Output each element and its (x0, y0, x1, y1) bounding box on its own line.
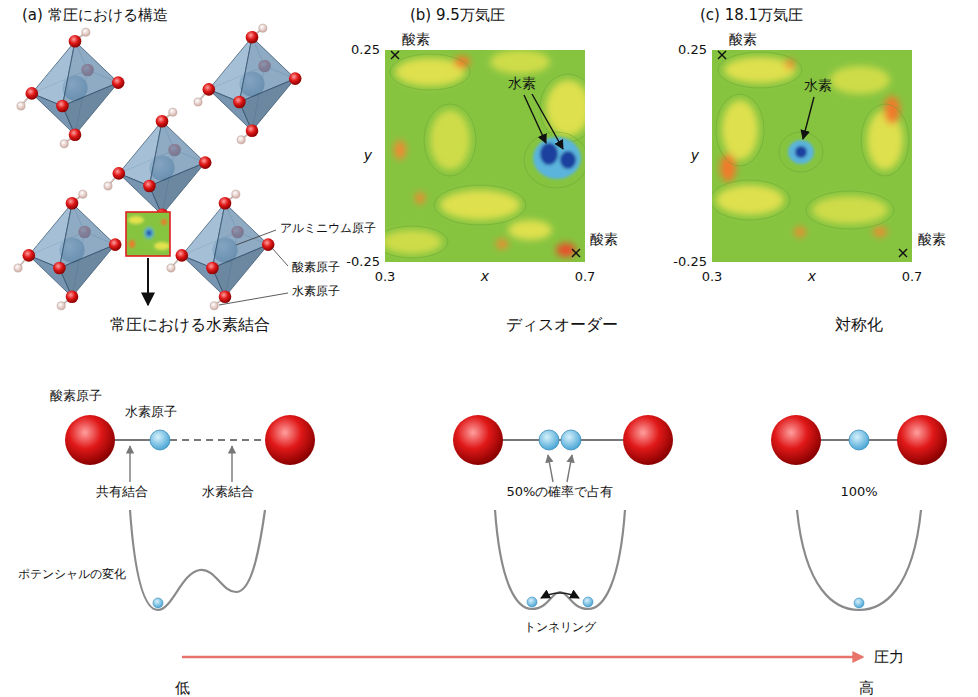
map-ground (712, 50, 912, 262)
map-patches (128, 216, 170, 250)
axis-note: ポテンシャルの変化 (18, 568, 126, 581)
octahedron (104, 108, 212, 228)
zoom-arrow (147, 258, 149, 305)
contour-lines (385, 54, 585, 258)
octahedron (17, 28, 125, 148)
bond-schematic-c (771, 415, 947, 465)
particle (527, 597, 537, 607)
pointer-arrow (231, 446, 232, 482)
hydrogen-density (788, 140, 814, 164)
highlight-box (126, 212, 170, 256)
panel-caption: 常圧における水素結合 (110, 316, 270, 334)
site-label: 酸素 (918, 232, 946, 247)
axis-title: 圧力 (874, 649, 904, 666)
pressure-arrow (182, 656, 862, 658)
potential-curve (495, 510, 625, 609)
density-map-b (376, 50, 596, 262)
map-patches (716, 57, 903, 237)
panel-caption: 対称化 (835, 316, 883, 334)
axis-tick-label: y (691, 148, 699, 163)
oxygen-atom (771, 415, 821, 465)
panel-heading: (a) 常圧における構造 (22, 7, 168, 24)
axis-tick-label: 0.7 (575, 270, 596, 284)
axis-tick-label: -0.25 (673, 255, 707, 269)
process-label: トンネリング (524, 621, 596, 634)
oxygen-atom (897, 415, 947, 465)
crystal-structure (14, 24, 302, 310)
axis-tick-label: -0.25 (346, 255, 380, 269)
covalent-bond (112, 439, 152, 441)
particle (153, 598, 163, 608)
bond-label: 共有結合 (96, 485, 148, 499)
axis-tick-label: x (481, 269, 489, 284)
oxygen-marker (391, 51, 580, 257)
axis-end-label: 高 (859, 680, 874, 697)
potential-curve (130, 510, 265, 610)
tunneling-arrow (541, 593, 579, 598)
part-label: 酸素原子 (50, 389, 102, 403)
site-label: 酸素 (402, 32, 430, 47)
part-label: 水素原子 (125, 405, 177, 419)
site-label: 酸素 (590, 232, 618, 247)
part-label: 酸素原子 (292, 261, 340, 274)
oxygen-atom (453, 415, 503, 465)
hydrogen-bond (170, 439, 266, 441)
occupancy-label: 100% (840, 485, 877, 499)
occupancy-label: 50%の確率で占有 (507, 485, 614, 499)
pointer-arrow (567, 455, 572, 482)
site-label: 酸素 (729, 32, 757, 47)
octahedron (167, 190, 275, 310)
pointer-arrows (524, 94, 563, 149)
axis-tick-label: 0.3 (375, 270, 396, 284)
hydrogen-atom (849, 430, 869, 450)
bond-schematic-a (65, 415, 315, 482)
panel-heading: (b) 9.5万気圧 (410, 7, 505, 24)
map-ground (126, 212, 170, 256)
particle (583, 597, 593, 607)
mini-density-map (126, 212, 170, 256)
hydrogen-atom (150, 430, 170, 450)
axis-tick-label: y (364, 148, 372, 163)
pointer-arrow (548, 455, 553, 482)
oxygen-atom (65, 415, 115, 465)
potential-curves (130, 510, 921, 610)
oxygen-atom (265, 415, 315, 465)
hydrogen-atom (539, 430, 559, 450)
axis-tick-label: 0.3 (702, 270, 723, 284)
contour-lines (712, 52, 909, 229)
particle (854, 598, 864, 608)
panel-heading: (c) 18.1万気圧 (700, 7, 803, 24)
octahedron (14, 190, 122, 310)
pointer-arrow (129, 446, 130, 482)
bond-label: 水素結合 (202, 485, 254, 499)
leader-lines (219, 230, 288, 305)
bond-schematic-b (453, 415, 673, 482)
axis-tick-label: 0.25 (678, 43, 707, 57)
pointer-arrow (803, 97, 814, 139)
site-label: 水素 (804, 78, 832, 93)
axis-tick-label: x (808, 269, 816, 284)
potential-curve (797, 510, 921, 610)
part-label: 水素原子 (292, 285, 340, 298)
axis-tick-label: 0.25 (351, 43, 380, 57)
density-map-c (710, 50, 912, 262)
oxygen-marker (718, 51, 907, 257)
part-label: アルミニウム原子 (280, 222, 376, 235)
panel-caption: ディスオーダー (506, 316, 618, 334)
axis-tick-label: 0.7 (902, 270, 923, 284)
axis-end-label: 低 (175, 680, 190, 697)
oxygen-atom (623, 415, 673, 465)
octahedron (194, 24, 302, 144)
hydrogen-density (533, 137, 581, 179)
hydrogen-atom (561, 430, 581, 450)
site-label: 水素 (508, 76, 536, 91)
